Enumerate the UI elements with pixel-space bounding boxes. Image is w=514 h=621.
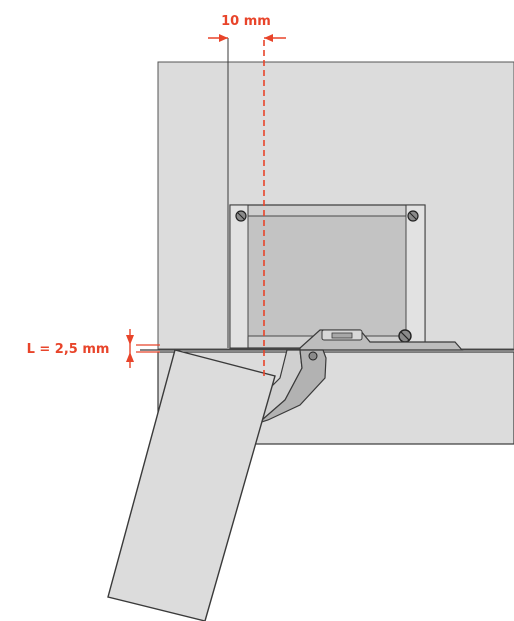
side-dimension: L = 2,5 mm [27, 329, 160, 368]
screw-bottom-right-icon [398, 329, 412, 343]
screw-top-right-icon [407, 210, 419, 222]
side-dimension-label: L = 2,5 mm [27, 342, 110, 357]
cabinet-door [107, 349, 276, 621]
screw-top-left-icon [235, 210, 247, 222]
top-dimension: 10 mm [208, 14, 286, 42]
top-dimension-label: 10 mm [221, 14, 271, 29]
mounting-plate [229, 204, 426, 349]
hinge-arm [299, 329, 464, 351]
